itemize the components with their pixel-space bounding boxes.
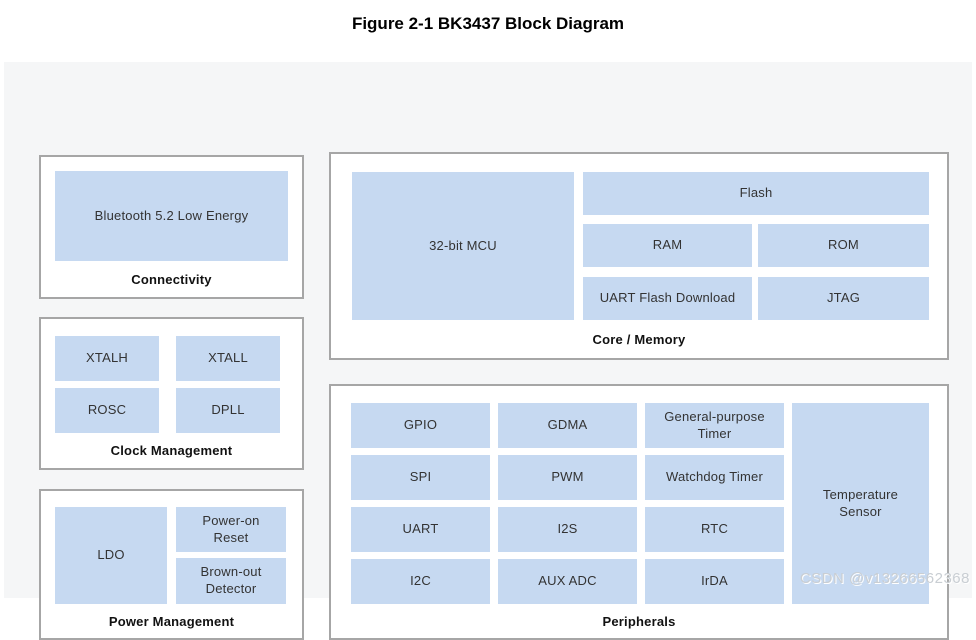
- connectivity-label: Connectivity: [131, 272, 212, 287]
- core-memory-section: 32-bit MCU Flash RAM ROM UART Flash Down…: [329, 152, 949, 360]
- clock-management-section: XTALH XTALL ROSC DPLL Clock Management: [39, 317, 304, 470]
- general-purpose-timer-block: General-purpose Timer: [645, 403, 784, 448]
- i2c-block: I2C: [351, 559, 490, 604]
- rtc-block: RTC: [645, 507, 784, 552]
- figure-title: Figure 2-1 BK3437 Block Diagram: [351, 14, 625, 33]
- flash-block: Flash: [583, 172, 929, 215]
- ram-block: RAM: [583, 224, 752, 267]
- irda-block: IrDA: [645, 559, 784, 604]
- rom-block: ROM: [758, 224, 929, 267]
- dpll-block: DPLL: [176, 388, 280, 433]
- gdma-block: GDMA: [498, 403, 637, 448]
- bluetooth-block: Bluetooth 5.2 Low Energy: [55, 171, 288, 261]
- peripherals-label: Peripherals: [602, 614, 676, 629]
- spi-block: SPI: [351, 455, 490, 500]
- diagram-panel: Bluetooth 5.2 Low Energy Connectivity XT…: [4, 62, 972, 640]
- mcu-block: 32-bit MCU: [352, 172, 574, 320]
- uart-flash-download-block: UART Flash Download: [583, 277, 752, 320]
- peripherals-section: GPIO GDMA General-purpose Timer SPI PWM …: [329, 384, 949, 640]
- xtalh-block: XTALH: [55, 336, 159, 381]
- jtag-block: JTAG: [758, 277, 929, 320]
- csdn-watermark: CSDN @v13266562368: [799, 570, 970, 587]
- clock-management-label: Clock Management: [110, 443, 233, 458]
- i2s-block: I2S: [498, 507, 637, 552]
- core-memory-label: Core / Memory: [592, 332, 686, 347]
- power-management-label: Power Management: [108, 614, 235, 629]
- pwm-block: PWM: [498, 455, 637, 500]
- aux-adc-block: AUX ADC: [498, 559, 637, 604]
- temperature-sensor-block: Temperature Sensor: [792, 403, 929, 604]
- gpio-block: GPIO: [351, 403, 490, 448]
- power-management-section: LDO Power-on Reset Brown-out Detector Po…: [39, 489, 304, 640]
- power-on-reset-block: Power-on Reset: [176, 507, 286, 552]
- xtall-block: XTALL: [176, 336, 280, 381]
- brown-out-detector-block: Brown-out Detector: [176, 558, 286, 604]
- watchdog-timer-block: Watchdog Timer: [645, 455, 784, 500]
- connectivity-section: Bluetooth 5.2 Low Energy Connectivity: [39, 155, 304, 299]
- uart-block: UART: [351, 507, 490, 552]
- ldo-block: LDO: [55, 507, 167, 604]
- rosc-block: ROSC: [55, 388, 159, 433]
